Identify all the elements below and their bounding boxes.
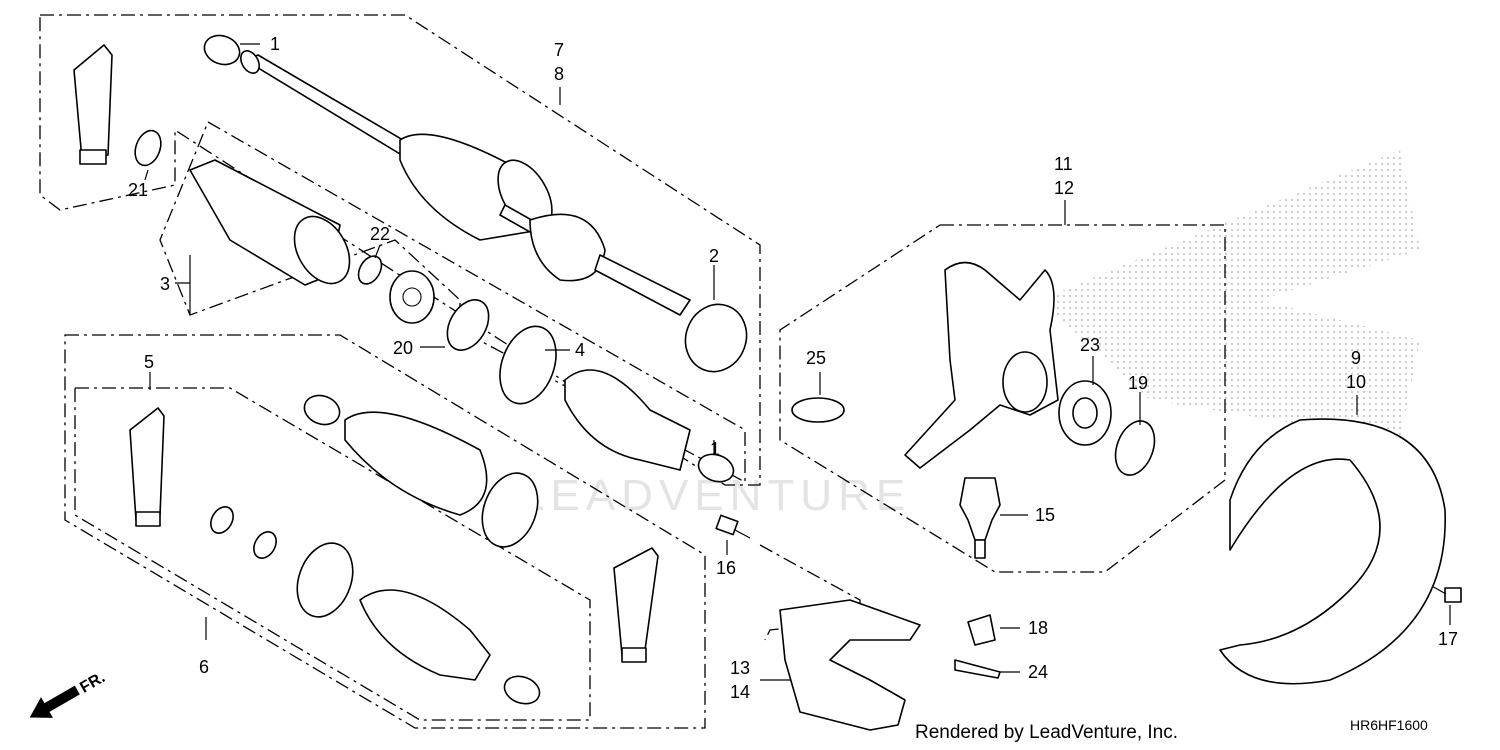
callout-12: 12: [1054, 178, 1074, 198]
callout-20: 20: [393, 338, 413, 358]
front-direction-arrow-icon: FR.: [29, 669, 108, 718]
callout-6: 6: [199, 657, 209, 677]
callout-1: 1: [710, 439, 720, 459]
knuckle-icon: [904, 261, 1059, 469]
grease-tube-icon: [73, 44, 113, 165]
callout-16: 16: [716, 558, 736, 578]
callout-1: 1: [270, 34, 280, 54]
inner-joint-icon: [189, 159, 435, 324]
callout-labels: 1 1 2 3 4 5 6 7 8 9 10 11 12 13 14 15 16…: [128, 34, 1458, 702]
leader-lines: [144, 43, 1451, 681]
cotter-pin-icon: [954, 659, 1001, 679]
bolt-icon: [715, 514, 751, 539]
callout-7: 7: [554, 40, 564, 60]
bearing-icon: [1058, 380, 1112, 446]
callout-8: 8: [554, 64, 564, 84]
bracket-icon: [779, 599, 921, 731]
circlip-icon: [134, 129, 1156, 559]
nut-icon: [967, 614, 996, 646]
callout-24: 24: [1028, 662, 1048, 682]
group-outlines: [39, 14, 1226, 729]
bolt-icon: [1429, 584, 1462, 603]
cv-boot-icon: [344, 369, 691, 681]
callout-19: 19: [1128, 373, 1148, 393]
boot-band-icon: [203, 34, 748, 705]
callout-14: 14: [730, 682, 750, 702]
callout-23: 23: [1080, 335, 1100, 355]
callout-25: 25: [806, 348, 826, 368]
callout-22: 22: [370, 224, 390, 244]
callout-18: 18: [1028, 618, 1048, 638]
callout-13: 13: [730, 658, 750, 678]
brand-wing-watermark: [1040, 150, 1420, 440]
callout-21: 21: [128, 180, 148, 200]
callout-17: 17: [1438, 629, 1458, 649]
credit-text: Rendered by LeadVenture, Inc.: [915, 722, 1178, 743]
callout-3: 3: [160, 274, 170, 294]
callout-9: 9: [1351, 348, 1361, 368]
callout-4: 4: [575, 340, 585, 360]
callout-2: 2: [709, 246, 719, 266]
front-direction-label: FR.: [77, 669, 108, 697]
callout-11: 11: [1054, 154, 1073, 174]
grease-tube-icon: [129, 407, 165, 527]
ball-joint-icon: [959, 477, 1001, 559]
drive-shaft-icon: [240, 50, 691, 316]
disc-guard-icon: [1219, 418, 1446, 685]
grease-tube-icon: [613, 547, 659, 663]
snap-ring-icon: [791, 397, 845, 423]
callout-5: 5: [144, 352, 154, 372]
callout-10: 10: [1346, 372, 1366, 392]
diagram-code: HR6HF1600: [1350, 717, 1428, 733]
callout-15: 15: [1035, 505, 1055, 525]
